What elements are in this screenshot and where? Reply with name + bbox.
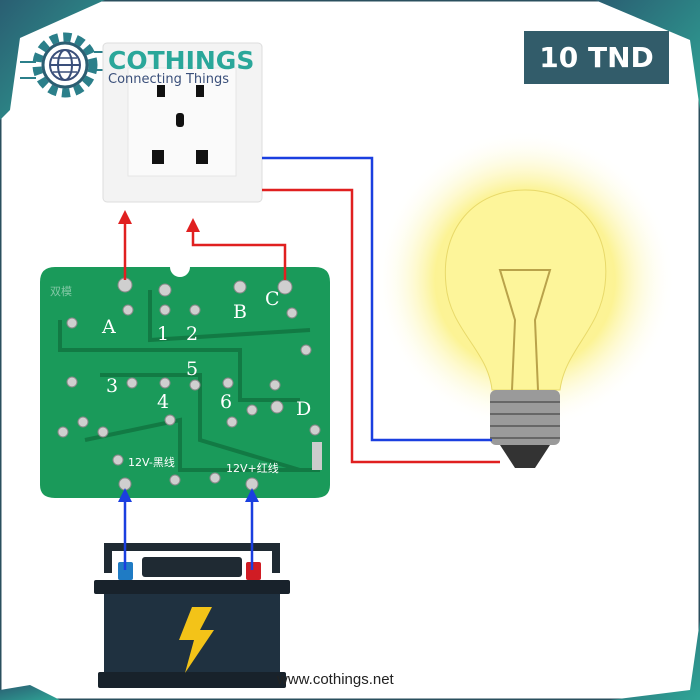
arrow-up-icon bbox=[245, 488, 259, 502]
website-url: www.cothings.net bbox=[277, 671, 394, 688]
pcb-positive-label: 12V+红线 bbox=[226, 461, 279, 475]
pcb-label-2: 2 bbox=[186, 323, 198, 345]
pcb-label-4: 4 bbox=[157, 391, 169, 413]
logo-brand: COTHINGS bbox=[108, 46, 255, 75]
blue-wire bbox=[262, 156, 492, 442]
pcb-label-1: 1 bbox=[157, 323, 169, 345]
corner-decoration bbox=[0, 685, 60, 700]
arrow-up-icon bbox=[118, 210, 132, 224]
pcb-label-b: B bbox=[233, 301, 247, 323]
pcb-label-d: D bbox=[296, 398, 311, 420]
pcb-board: 双模 A B C D 1 2 3 4 5 6 12V-黑线 12V+红线 bbox=[40, 267, 330, 498]
pcb-negative-label: 12V-黑线 bbox=[128, 455, 175, 469]
lightning-icon bbox=[179, 607, 214, 673]
blue-arrows bbox=[123, 500, 254, 570]
pcb-label-c: C bbox=[265, 288, 280, 310]
pcb-label-5: 5 bbox=[186, 358, 198, 380]
pcb-silkscreen: 双模 bbox=[50, 285, 72, 298]
price-badge: 10 TND bbox=[524, 31, 669, 84]
corner-decoration bbox=[0, 0, 105, 120]
logo-gear-icon bbox=[20, 32, 108, 98]
arrow-up-icon bbox=[186, 218, 200, 232]
logo-tagline: Connecting Things bbox=[108, 72, 230, 87]
pcb-label-6: 6 bbox=[220, 391, 232, 413]
light-bulb bbox=[375, 130, 675, 468]
corner-decoration bbox=[610, 620, 700, 700]
red-arrows bbox=[123, 222, 287, 280]
pcb-label-a: A bbox=[101, 316, 116, 338]
pcb-label-3: 3 bbox=[106, 375, 118, 397]
red-wire bbox=[262, 188, 500, 464]
wall-socket bbox=[102, 42, 263, 203]
arrow-up-icon bbox=[118, 488, 132, 502]
battery bbox=[94, 543, 290, 688]
corner-decoration bbox=[595, 0, 700, 110]
